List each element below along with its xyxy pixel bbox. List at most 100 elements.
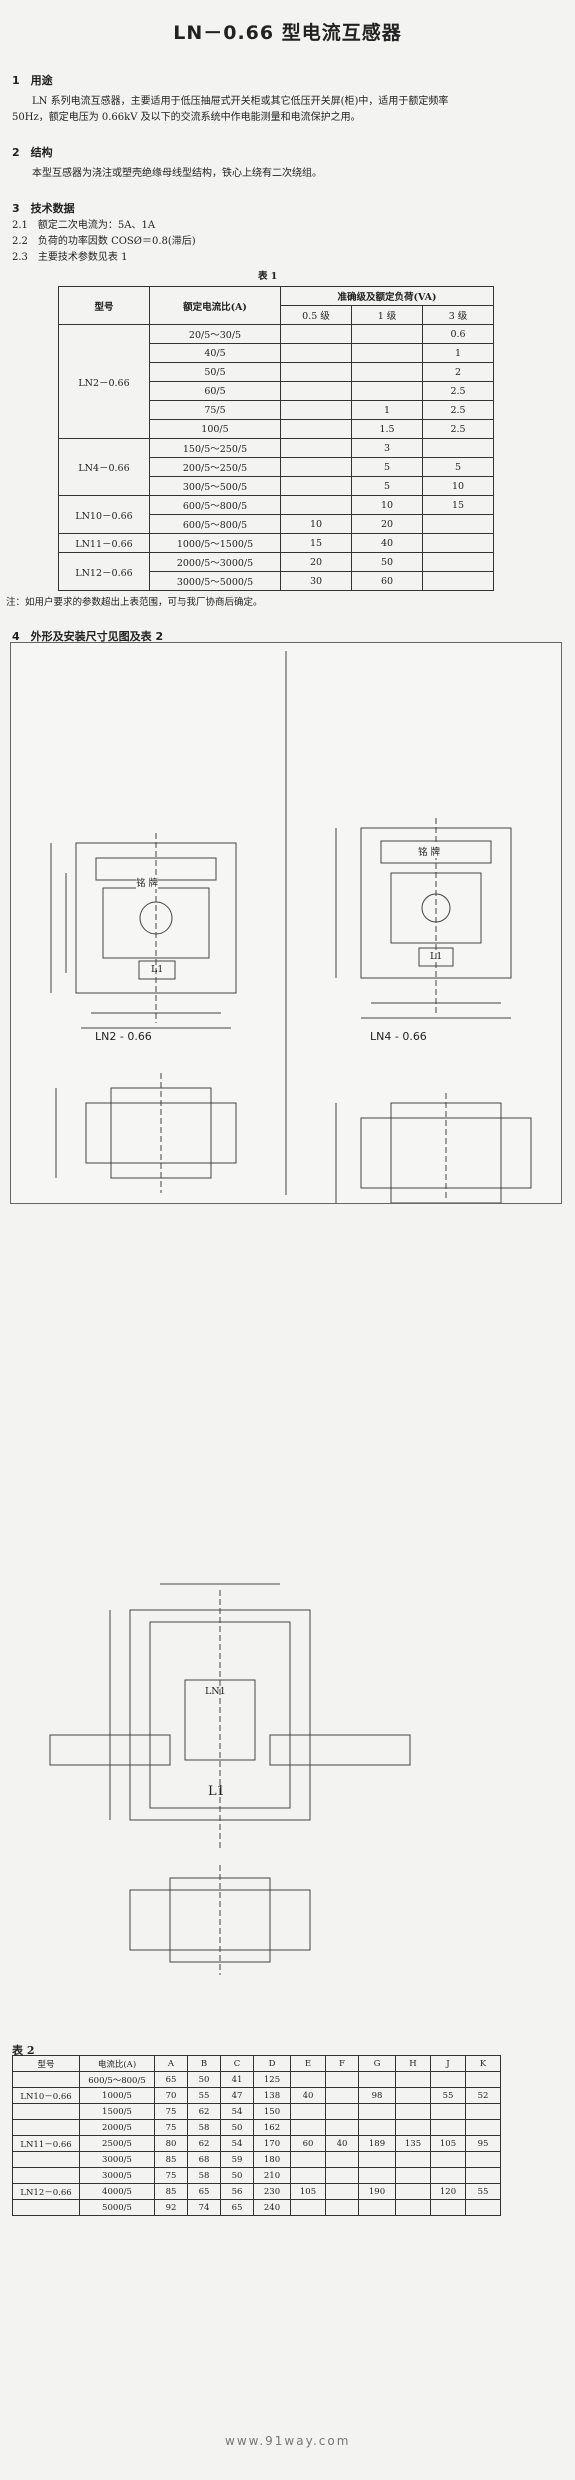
- watermark: www.91way.com: [225, 2434, 351, 2448]
- table2-cell: [290, 2151, 326, 2168]
- table2-cell: 85: [154, 2183, 188, 2200]
- spec-2-3: 2.3 主要技术参数见表 1: [12, 252, 128, 263]
- table2-cell: 1000/5: [79, 2087, 155, 2104]
- spec-2-1: 2.1 额定二次电流为：5A、1A: [12, 220, 156, 231]
- table2-cell: 59: [220, 2151, 254, 2168]
- table2-header: D: [253, 2055, 291, 2072]
- table2-cell: [325, 2199, 359, 2216]
- table2-header: A: [154, 2055, 188, 2072]
- ln10-front-view: [49, 1583, 411, 1850]
- ln2-nameplate-label: 铭 牌: [136, 875, 159, 889]
- table1-cell-c05: [280, 438, 352, 458]
- table2-cell: 65: [154, 2071, 188, 2088]
- table2-cell: 4000/5: [79, 2183, 155, 2200]
- table2-cell: 189: [358, 2135, 396, 2152]
- table2-cell: [395, 2103, 431, 2120]
- figure-label-ln2: LN2 - 0.66: [95, 1030, 152, 1043]
- table1: 型号 额定电流比(A) 准确级及额定负荷(VA) 0.5 级 1 级 3 级 L…: [58, 286, 494, 591]
- table1-cell-c3: [422, 552, 494, 572]
- table2-header: B: [187, 2055, 221, 2072]
- table1-cell-ratio: 3000/5～5000/5: [149, 571, 281, 591]
- table1-cell-c3: 1: [422, 343, 494, 363]
- table2-header: 型号: [12, 2055, 80, 2072]
- table2-cell: 70: [154, 2087, 188, 2104]
- table2-cell: 190: [358, 2183, 396, 2200]
- table2-cell: 50: [220, 2119, 254, 2136]
- table2-cell: 55: [465, 2183, 501, 2200]
- table1-cell-ratio: 2000/5～3000/5: [149, 552, 281, 572]
- table1-cell-c1: [351, 343, 423, 363]
- table2-cell: 65: [220, 2199, 254, 2216]
- table1-cell-c05: 15: [280, 533, 352, 553]
- table2-cell: [465, 2167, 501, 2184]
- table1-cell-model: LN10－0.66: [58, 495, 150, 534]
- table1-cell-ratio: 600/5～800/5: [149, 514, 281, 534]
- ln2-terminal-label: L1: [151, 964, 164, 975]
- table2-cell: [12, 2103, 80, 2120]
- table1-cell-ratio: 75/5: [149, 400, 281, 420]
- section-2-text: 本型互感器为浇注或塑壳绝缘母线型结构，铁心上绕有二次绕组。: [32, 168, 322, 179]
- table1-note: 注：如用户要求的参数超出上表范围，可与我厂协商后确定。: [6, 597, 263, 608]
- section-1-text-line1: LN 系列电流互感器，主要适用于低压抽屉式开关柜或其它低压开关屏(柜)中，适用于…: [32, 96, 449, 107]
- ln10-top-terminal: LN1: [205, 1686, 226, 1697]
- table1-cell-c1: 20: [351, 514, 423, 534]
- spec-2-2: 2.2 负荷的功率因数 COSØ＝0.8(滞后): [12, 236, 196, 247]
- section-1-heading: 1 用途: [12, 74, 53, 87]
- table2-header: H: [395, 2055, 431, 2072]
- table2-cell: [395, 2119, 431, 2136]
- table2-cell: [465, 2199, 501, 2216]
- table2-cell: 55: [187, 2087, 221, 2104]
- section-4-heading: 4 外形及安装尺寸见图及表 2: [12, 630, 164, 643]
- table2-cell: [12, 2151, 80, 2168]
- table2-cell: [325, 2119, 359, 2136]
- table2-cell: [465, 2151, 501, 2168]
- table1-cell-ratio: 300/5～500/5: [149, 476, 281, 496]
- table1-cell-c05: 30: [280, 571, 352, 591]
- ln10-bottom-terminal: L1: [208, 1784, 225, 1799]
- figure-panel-ln10-ln12: LN1 L1: [10, 1560, 560, 2480]
- table1-cell-c05: [280, 400, 352, 420]
- table2-cell: [12, 2199, 80, 2216]
- table2-cell: 55: [430, 2087, 466, 2104]
- table2-cell: 105: [290, 2183, 326, 2200]
- table1-cell-c1: 5: [351, 457, 423, 477]
- figure-label-ln4: LN4 - 0.66: [370, 1030, 427, 1043]
- table2-cell: 240: [253, 2199, 291, 2216]
- table1-cell-c3: [422, 514, 494, 534]
- table2-cell: 40: [325, 2135, 359, 2152]
- table1-cell-ratio: 100/5: [149, 419, 281, 439]
- table2-cell: 98: [358, 2087, 396, 2104]
- table2-cell: [395, 2167, 431, 2184]
- table1-cell-c1: 1: [351, 400, 423, 420]
- table1-cell-c05: [280, 362, 352, 382]
- table1-cell-c05: [280, 324, 352, 344]
- table2-cell: 75: [154, 2103, 188, 2120]
- table2-cell: 80: [154, 2135, 188, 2152]
- table2-cell: 1500/5: [79, 2103, 155, 2120]
- table1-container: 型号 额定电流比(A) 准确级及额定负荷(VA) 0.5 级 1 级 3 级 L…: [58, 286, 494, 591]
- ln4-nameplate-label: 铭 牌: [418, 844, 441, 858]
- table1-cell-c1: [351, 362, 423, 382]
- table1-cell-c05: [280, 457, 352, 477]
- table2-cell: 50: [220, 2167, 254, 2184]
- table2-cell: LN11－0.66: [12, 2135, 80, 2152]
- table2-cell: [430, 2199, 466, 2216]
- table1-cell-c05: [280, 381, 352, 401]
- table1-cell-c1: 3: [351, 438, 423, 458]
- table2-cell: 75: [154, 2167, 188, 2184]
- table2-cell: 150: [253, 2103, 291, 2120]
- table2-cell: [465, 2119, 501, 2136]
- section-2-heading: 2 结构: [12, 146, 53, 159]
- table1-cell-ratio: 50/5: [149, 362, 281, 382]
- table2-cell: [358, 2103, 396, 2120]
- table1-cell-c3: 2: [422, 362, 494, 382]
- table2-cell: 40: [290, 2087, 326, 2104]
